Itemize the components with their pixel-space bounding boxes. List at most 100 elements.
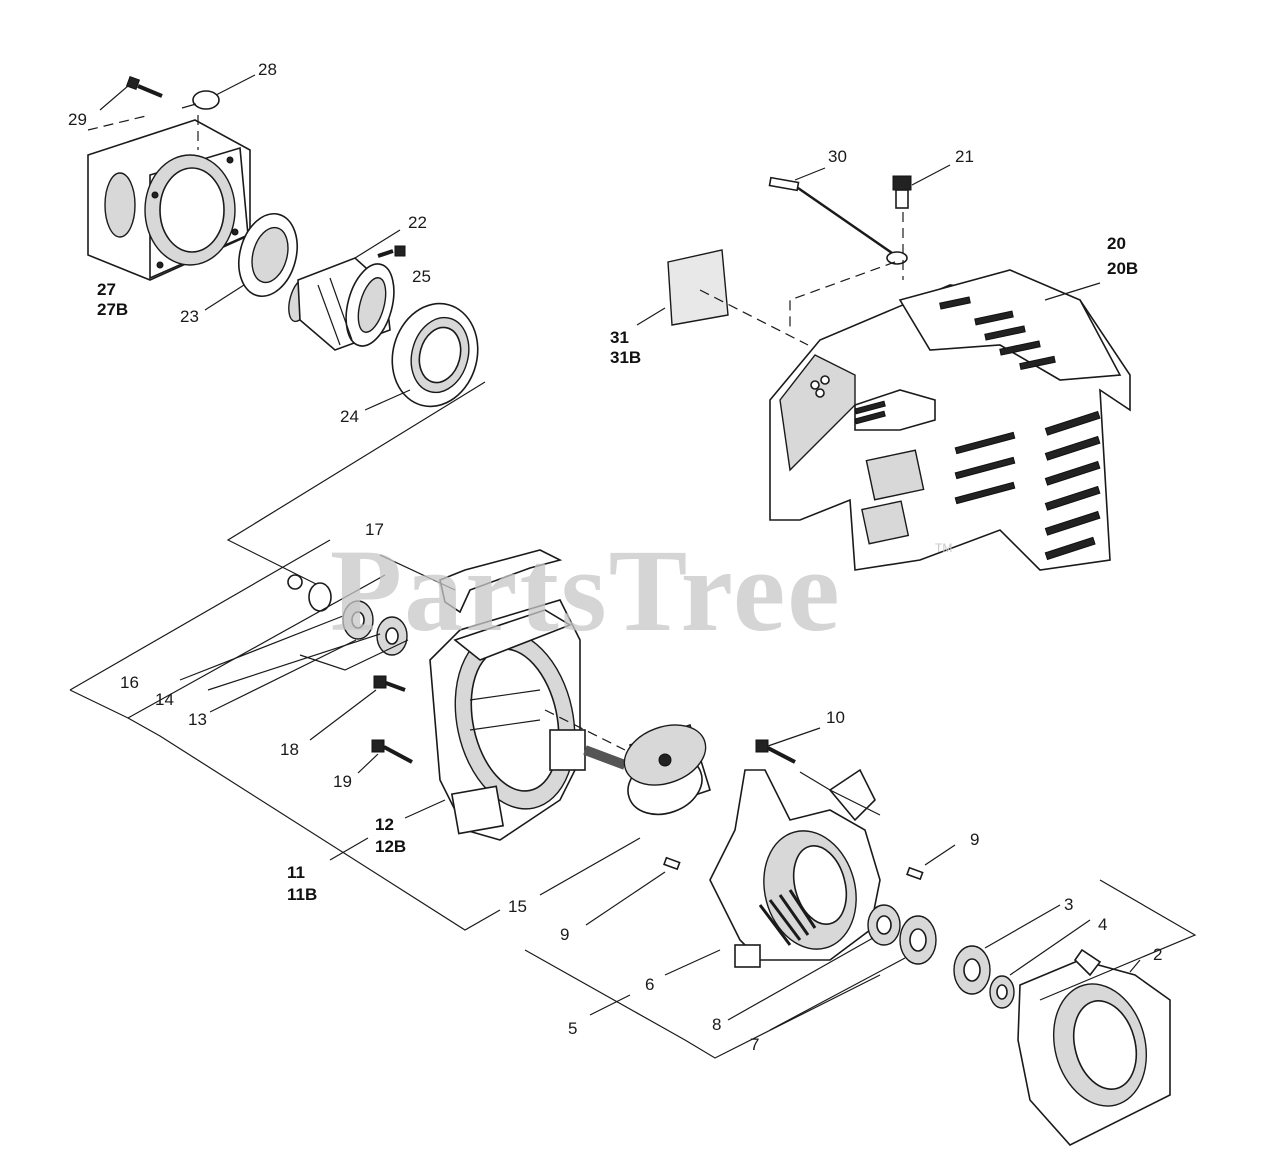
leader-12 xyxy=(404,799,446,819)
leader-6 xyxy=(664,949,721,976)
plate-17 xyxy=(439,549,563,614)
leader-20 xyxy=(1044,282,1101,301)
callout-22: 22 xyxy=(408,213,427,232)
callout-28: 28 xyxy=(258,60,277,79)
bolt-29 xyxy=(125,75,163,98)
callout-25: 25 xyxy=(412,267,431,286)
callout-11: 11 xyxy=(287,863,305,882)
callout-4: 4 xyxy=(1098,915,1107,934)
leader-11 xyxy=(329,837,369,861)
leader-label-cover xyxy=(699,289,809,346)
callout-12: 12 xyxy=(375,815,394,834)
callout-29: 29 xyxy=(68,110,87,129)
leader-29 xyxy=(99,85,129,111)
callout-8: 8 xyxy=(712,1015,721,1034)
pin-9-right xyxy=(906,866,924,881)
callout-17: 17 xyxy=(365,520,384,539)
callout-18: 18 xyxy=(280,740,299,759)
callout-31b: 31B xyxy=(610,348,641,367)
bearing-3 xyxy=(953,945,991,995)
leader-31 xyxy=(636,307,666,326)
leader-5 xyxy=(589,994,631,1016)
callout-20: 20 xyxy=(1107,234,1126,253)
leader-4 xyxy=(1009,919,1091,976)
leader-23 xyxy=(204,284,245,311)
callout-27: 27 xyxy=(97,280,116,299)
callout-23: 23 xyxy=(180,307,199,326)
cover-ring-24 xyxy=(391,302,479,408)
callout-20b: 20B xyxy=(1107,259,1138,278)
pin-9-left xyxy=(663,856,681,871)
bracket-line-11 xyxy=(127,717,501,931)
bearing-7 xyxy=(899,915,937,965)
callout-21: 21 xyxy=(955,147,974,166)
leader-wire-cover xyxy=(789,261,896,330)
callout-6: 6 xyxy=(645,975,654,994)
leader-24 xyxy=(364,389,411,411)
leader-22 xyxy=(354,229,401,259)
callout-2: 2 xyxy=(1153,945,1162,964)
callout-5: 5 xyxy=(568,1019,577,1038)
engine-cover-20 xyxy=(769,269,1131,571)
callout-12b: 12B xyxy=(375,837,406,856)
bolt-18 xyxy=(373,675,406,692)
crankcase-half-6 xyxy=(709,768,881,968)
leader-17 xyxy=(379,554,456,591)
callout-15: 15 xyxy=(508,897,527,916)
fan-housing-27 xyxy=(87,119,251,281)
leader-16 xyxy=(179,615,344,681)
leader-29-housing xyxy=(87,114,151,131)
leader-15 xyxy=(539,837,641,896)
leader-9-left xyxy=(585,871,666,926)
leader-13 xyxy=(209,639,357,713)
callout-16: 16 xyxy=(120,673,139,692)
cooling-fins xyxy=(758,889,817,946)
callout-19: 19 xyxy=(333,772,352,791)
callout-11b: 11B xyxy=(287,885,317,904)
circlip-16 xyxy=(287,574,303,590)
label-31 xyxy=(667,249,729,326)
bracket-line-top-group xyxy=(226,381,486,591)
crankcase-half-12 xyxy=(429,599,586,841)
bolt-19 xyxy=(371,739,413,764)
callout-9-right: 9 xyxy=(970,830,979,849)
leader-18 xyxy=(309,689,377,741)
watermark-text: PartsTree xyxy=(330,525,842,656)
bearing-13 xyxy=(342,600,408,656)
bracket-line-5 xyxy=(524,949,881,1059)
watermark-trademark: TM xyxy=(935,541,952,555)
callout-24: 24 xyxy=(340,407,359,426)
callout-9-left: 9 xyxy=(560,925,569,944)
ring-23 xyxy=(238,212,298,298)
leader-21 xyxy=(911,164,951,186)
bolt-10 xyxy=(755,739,796,764)
leader-8 xyxy=(727,937,874,1021)
leader-28 xyxy=(215,74,256,96)
bracket-line-3 xyxy=(1039,879,1197,1001)
spark-plug-21 xyxy=(892,175,912,209)
seal-4 xyxy=(989,975,1015,1009)
callout-3: 3 xyxy=(1064,895,1073,914)
screw-25 xyxy=(377,245,406,258)
leader-10 xyxy=(767,727,821,747)
callout-7: 7 xyxy=(750,1035,759,1054)
bracket-line-16 xyxy=(69,539,331,691)
leader-7 xyxy=(769,957,906,1031)
leader-14 xyxy=(207,633,381,691)
bearing-8 xyxy=(867,904,901,946)
callout-31: 31 xyxy=(610,328,629,347)
clutch-drum-22 xyxy=(288,257,395,351)
callout-10: 10 xyxy=(826,708,845,727)
leader-2 xyxy=(1129,959,1141,973)
housing-2 xyxy=(1017,948,1171,1146)
crankshaft-15 xyxy=(583,723,711,816)
leader-3 xyxy=(984,904,1061,949)
leader-9-right xyxy=(924,844,956,866)
callout-13: 13 xyxy=(188,710,207,729)
callout-30: 30 xyxy=(828,147,847,166)
clip-28 xyxy=(181,90,220,110)
wire-30 xyxy=(768,176,908,265)
callout-14: 14 xyxy=(155,690,174,709)
leader-19 xyxy=(357,753,379,774)
